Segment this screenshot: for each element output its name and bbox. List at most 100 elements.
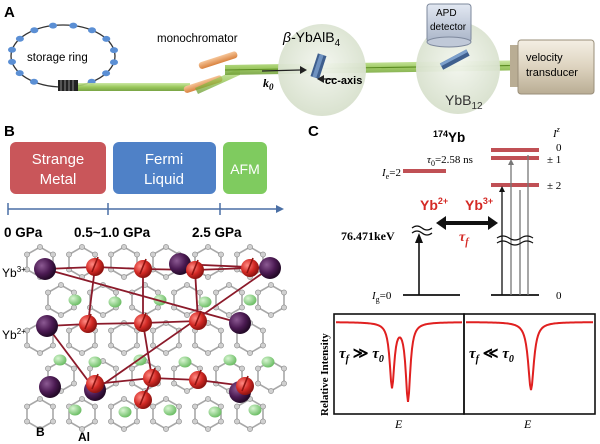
yb2-valence-label: Yb2+ [420,196,448,213]
left-cond-b-sub: 0 [379,354,384,365]
boron-atom [218,251,224,258]
isotope-symbol: Yb [448,130,465,145]
boron-atom [226,282,232,288]
yb-bond [44,268,241,324]
fluctuation-time-label: τf [459,230,470,248]
al-atom [108,296,122,308]
boron-atom [24,342,30,349]
pressure-axis-arrowhead [276,205,284,213]
yb3-atom [241,259,259,277]
boron-atom [192,342,198,349]
panel-c-label: C [308,123,319,140]
boron-atom [134,251,140,258]
electron-bunch [69,22,78,29]
boron-atom [92,403,98,410]
boron-atom [205,350,211,356]
phase-box-fermi-liquid [113,142,216,194]
boron-ring [257,284,285,316]
boron-atom [255,289,261,296]
boron-atom [150,327,156,334]
left-condition: τf ≫ τ0 [339,346,384,365]
electron-bunch [110,47,118,54]
electron-bunch [110,59,118,66]
electron-bunch [102,35,111,42]
apd-label-line1: APD [436,8,457,19]
xray-beam-1 [78,83,190,91]
transducer-label-line2: transducer [526,67,578,79]
boron-atom [24,251,30,258]
boron-atom [129,380,135,387]
phase-box-strange-metal [10,142,106,194]
boron-atom [71,365,77,372]
phase-strange-line2: Metal [40,171,77,188]
isotope-mass: 174 [433,129,448,139]
yb3-valence-sup: 3+ [483,196,493,206]
boron-atom [71,304,77,311]
yb3-valence-label: Yb3+ [465,196,493,213]
panel-c: C 174Yb Ie=2 τ0=2.58 ns Iz 0 ± 1 ± 2 0 I… [308,123,596,431]
yb3-valence-text: Yb [465,197,483,213]
boron-atom [247,350,253,356]
boron-atom [239,289,245,296]
boron-atom [247,426,253,432]
boron-atom [226,312,232,318]
axis-break-1 [411,225,433,231]
transducer-label-line1: velocity [526,52,563,64]
al-atom [53,354,67,366]
ground-level-label: 0 [556,290,562,302]
boron-atom [260,342,266,349]
yb3-atom [143,369,161,387]
boron-atom [37,350,43,356]
yb-bond [87,322,144,325]
boron-atom [150,342,156,349]
boron-atom [79,396,85,402]
boron-atom [247,244,253,250]
boron-atom [268,312,274,318]
yb3-spin-arrow [246,257,254,274]
yb3-spin-arrow [91,256,99,273]
boron-atom [150,418,156,425]
boron-ring [152,322,180,354]
pressure-label-1: 0.5~1.0 GPa [74,225,151,240]
ie-sub: e [386,172,390,181]
boron-atom [192,418,198,425]
boron-atom [50,251,56,258]
al-atom [248,404,262,416]
k0-arrowhead [300,66,307,74]
yb3-label: Yb3+ [2,265,26,280]
panel-b: B Strange Metal Fermi Liquid AFM 0 GPa 0… [2,123,287,444]
electron-bunch [8,46,16,53]
phase-fermi-line2: Liquid [144,171,184,188]
boron-atom [50,403,56,410]
right-cond-b-sub: 0 [509,354,514,365]
tau0-value: =2.58 ns [435,154,473,166]
boron-atom [134,418,140,425]
al-atom [68,294,82,306]
yb-bond [142,320,199,324]
yb-bond [194,267,251,271]
boron-atom [197,289,203,296]
level-label-1: ± 1 [547,154,561,166]
left-cond-rel: ≫ [349,346,372,362]
electron-bunch [8,58,16,65]
sample-crystal [310,53,327,79]
boron-atom [108,251,114,258]
boron-atom [281,365,287,372]
apd-label-line2: detector [430,22,467,33]
boron-atom [171,365,177,372]
phase-box-afm [223,142,267,194]
yb2-atom [259,257,281,279]
yb3-spin-arrow [194,369,202,386]
excited-spin-label: Ie=2 [381,167,401,181]
yb2-label: Yb2+ [2,327,26,342]
boron-atom [121,350,127,356]
monochromator [183,51,238,93]
boron-atom [184,388,190,394]
yb-bond [94,267,271,391]
c-axis-arrowhead [317,75,324,83]
boron-atom [50,418,56,425]
boron-atom [260,251,266,258]
boron-atom [155,289,161,296]
electron-bunch [15,35,24,42]
